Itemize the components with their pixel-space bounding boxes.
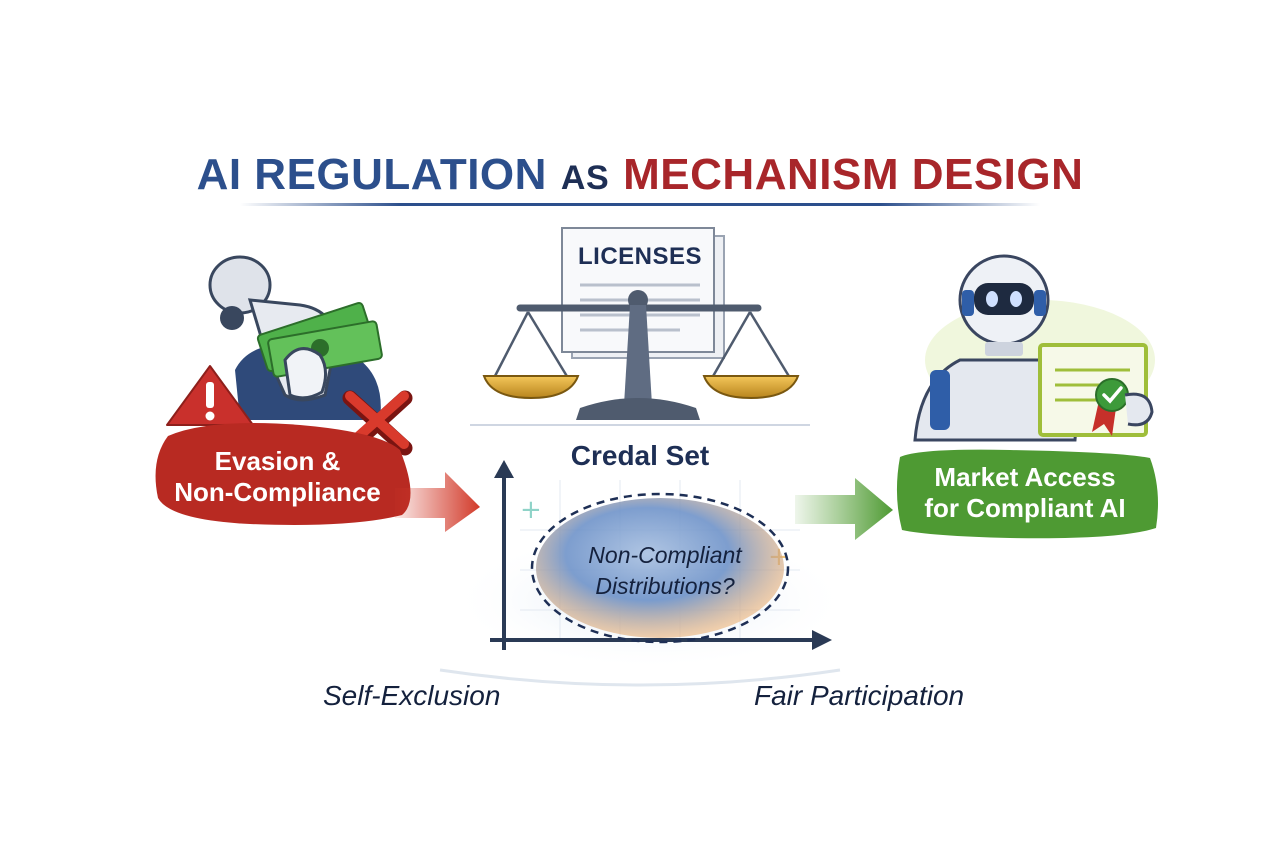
evasion-label-line1: Evasion &: [214, 446, 341, 476]
graph-shadow-curve: [439, 668, 841, 687]
robot-hand-money-icon: [208, 255, 383, 420]
non-compliant-label: Non-Compliant Distributions?: [545, 540, 785, 602]
evasion-label-line2: Non-Compliance: [174, 477, 381, 508]
market-access-line2: for Compliant AI: [924, 493, 1126, 524]
certificate-icon: [1038, 343, 1154, 437]
graph-axes: [490, 460, 832, 650]
fair-participation-label: Fair Participation: [754, 680, 965, 711]
credal-set-ellipse: [530, 492, 790, 644]
plus-mark-teal: +: [520, 495, 542, 525]
licenses-label: LICENSES: [577, 243, 703, 270]
market-access-label: Market Access for Compliant AI: [905, 462, 1145, 524]
non-compliant-line2: Distributions?: [595, 573, 735, 600]
non-compliant-line1: Non-Compliant: [588, 542, 742, 568]
evasion-label: Evasion & Non-Compliance: [160, 446, 395, 508]
market-access-line1: Market Access: [934, 462, 1116, 492]
title-part-mechanism-design: MECHANISM DESIGN: [623, 150, 1084, 199]
green-flow-arrow: [795, 478, 893, 540]
title-underline: [240, 203, 1040, 206]
market-access-banner: [896, 449, 1158, 539]
diagram-title: AI REGULATION AS MECHANISM DESIGN: [0, 150, 1280, 200]
red-flow-arrow: [395, 472, 480, 532]
balance-scale-icon: [482, 290, 800, 420]
title-part-as: AS: [560, 159, 610, 197]
title-part-ai-regulation: AI REGULATION: [196, 150, 547, 199]
evasion-banner: [155, 423, 411, 525]
credal-set-label: Credal Set: [570, 440, 710, 471]
warning-icon: [166, 365, 254, 426]
self-exclusion-label: Self-Exclusion: [323, 680, 501, 711]
